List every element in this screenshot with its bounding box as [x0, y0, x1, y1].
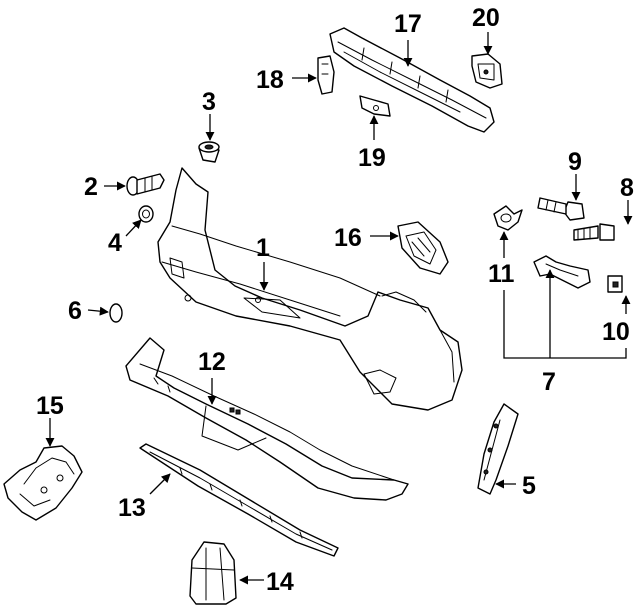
- callout-8: 8: [620, 174, 634, 202]
- callout-6: 6: [68, 297, 82, 325]
- part-13-lower-cover: [139, 443, 339, 557]
- callout-1: 1: [256, 234, 270, 262]
- callout-9: 9: [568, 148, 582, 176]
- part-12-lower-valance: [125, 337, 409, 501]
- callout-17: 17: [394, 10, 422, 38]
- leader-lines: [45, 32, 633, 585]
- callout-10: 10: [602, 318, 630, 346]
- part-15-bracket: [3, 445, 83, 521]
- callout-15: 15: [36, 392, 64, 420]
- leader-6: [87, 306, 109, 316]
- part-6-plug: [109, 303, 123, 323]
- part-5-side-bracket: [477, 403, 519, 495]
- part-19-bracket: [359, 95, 391, 117]
- part-14-bracket: [189, 541, 237, 605]
- callout-20: 20: [472, 4, 500, 32]
- callout-3: 3: [202, 88, 216, 116]
- part-9-bolt: [537, 197, 585, 221]
- callout-12: 12: [198, 348, 226, 376]
- part-11-retainer: [493, 205, 523, 231]
- part-18-bracket: [317, 55, 335, 95]
- part-1-bumper-cover: [157, 167, 463, 411]
- part-2-push-pin: [126, 173, 165, 196]
- part-17-reinforcement: [329, 27, 495, 133]
- callout-5: 5: [522, 472, 536, 500]
- callout-16: 16: [334, 224, 362, 252]
- part-4-plug: [138, 205, 154, 223]
- part-8-bolt: [573, 223, 615, 241]
- part-20-bracket: [471, 53, 503, 89]
- leader-7-bracket: [503, 290, 627, 359]
- callout-4: 4: [108, 229, 122, 257]
- callout-2: 2: [84, 173, 98, 201]
- callout-18: 18: [256, 66, 284, 94]
- callout-labels: 1 2 3 4 5 6 7 8 9 10 11 12 13 14 15 16 1…: [36, 4, 634, 596]
- part-10-clip: [607, 275, 623, 293]
- part-3-nut: [198, 141, 220, 163]
- leader-13: [149, 473, 171, 495]
- callout-13: 13: [118, 494, 146, 522]
- callout-7: 7: [542, 368, 556, 396]
- callout-19: 19: [358, 144, 386, 172]
- callout-14: 14: [266, 568, 294, 596]
- leader-4: [125, 219, 142, 237]
- callout-11: 11: [488, 260, 515, 288]
- part-7-bracket: [533, 255, 591, 289]
- part-16-reflector-housing: [397, 221, 449, 275]
